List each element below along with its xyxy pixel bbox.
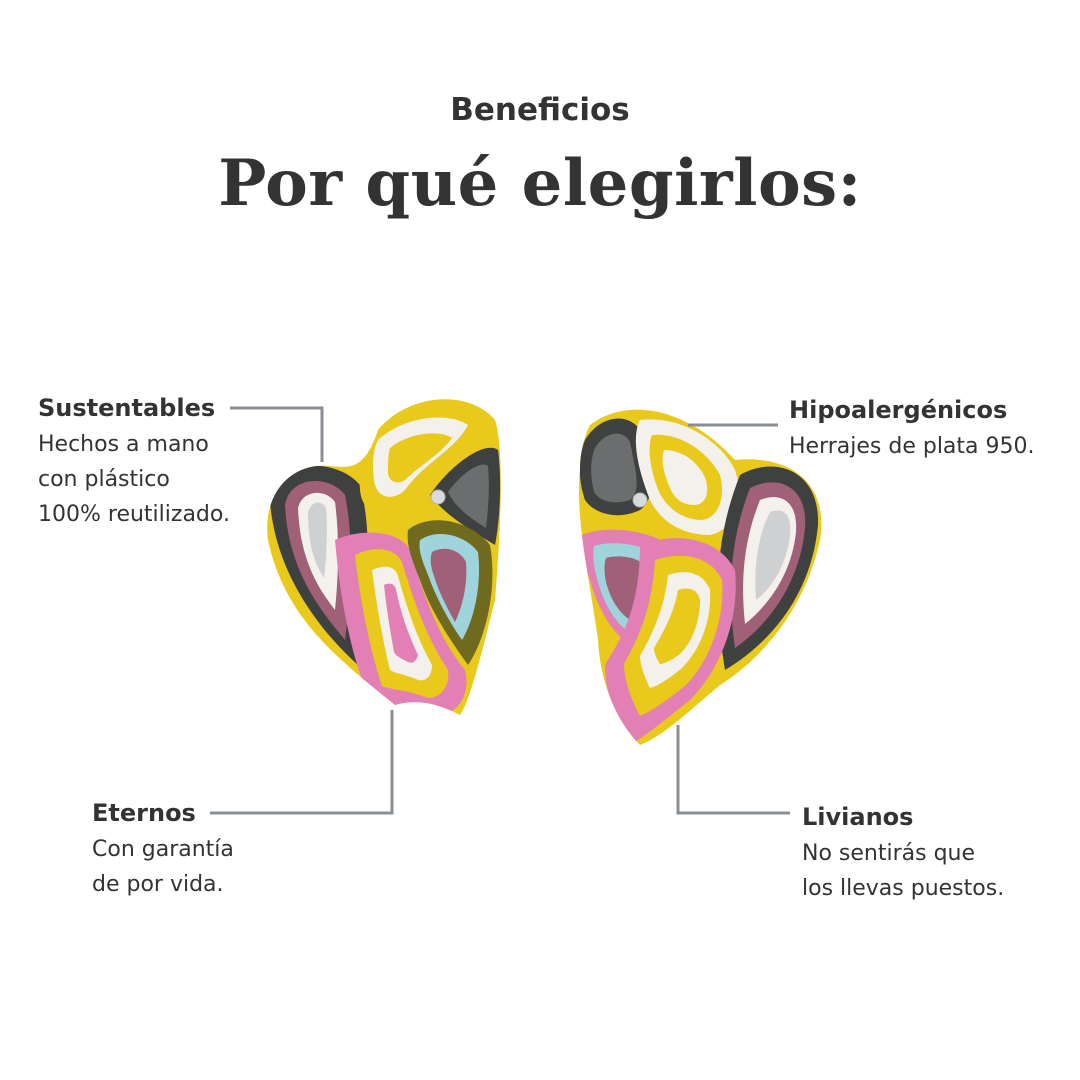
benefit-title: Livianos — [802, 803, 914, 831]
benefit-title: Sustentables — [38, 394, 216, 422]
left-earring-post — [430, 489, 446, 505]
benefit-description: Con garantía de por vida. — [92, 832, 234, 902]
eyebrow-label: Beneficios — [450, 92, 630, 128]
benefit-description: Hechos a mano con plástico 100% reutiliz… — [38, 427, 230, 532]
benefit-sustentables: Sustentables Hechos a mano con plástico … — [38, 393, 230, 532]
right-earring-post — [632, 492, 648, 508]
benefit-line: Herrajes de plata 950. — [789, 434, 1035, 459]
leader-line-livianos — [676, 725, 790, 815]
left-earring-lobe — [270, 465, 368, 665]
benefit-line: Hechos a mano — [38, 432, 209, 457]
benefit-line: 100% reutilizado. — [38, 502, 230, 527]
left-earring-black-triangle — [430, 447, 501, 545]
left-earring-pink-center — [335, 532, 467, 715]
benefit-line: Con garantía — [92, 837, 234, 862]
right-earring-pink-bottom — [605, 538, 736, 745]
benefit-line: de por vida. — [92, 872, 224, 897]
benefit-title: Hipoalergénicos — [789, 396, 1008, 424]
benefit-livianos: Livianos No sentirás que los llevas pues… — [802, 802, 1004, 906]
benefit-line: los llevas puestos. — [802, 876, 1005, 901]
right-earring-top-swirl — [635, 419, 739, 535]
benefit-line: No sentirás que — [802, 841, 976, 866]
leader-line-eternos — [210, 710, 394, 815]
benefit-eternos: Eternos Con garantía de por vida. — [92, 798, 234, 902]
right-earring-lobe — [717, 466, 819, 670]
right-earring — [579, 409, 822, 745]
leader-line-sustentables — [230, 406, 324, 462]
benefit-title: Eternos — [92, 799, 196, 827]
page-title: Por qué elegirlos: — [218, 146, 862, 221]
benefit-line: con plástico — [38, 467, 170, 492]
benefit-description: Herrajes de plata 950. — [789, 429, 1035, 464]
benefit-hipoalergenicos: Hipoalergénicos Herrajes de plata 950. — [789, 395, 1035, 464]
benefit-description: No sentirás que los llevas puestos. — [802, 836, 1004, 906]
right-earring-black-block — [579, 418, 651, 516]
left-earring-top-swirl — [359, 403, 485, 514]
left-earring-teal-section — [407, 520, 493, 665]
